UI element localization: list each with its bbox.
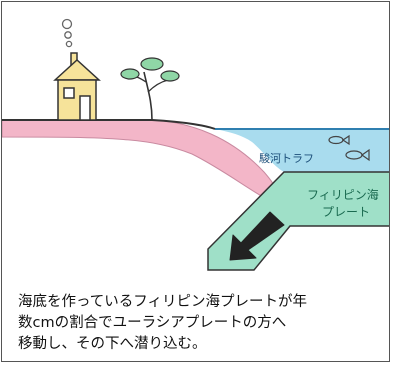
ground-line — [2, 119, 216, 130]
suruga-trough-label: 駿河トラフ — [259, 151, 314, 165]
fish-icon — [328, 134, 370, 162]
smoke-icon — [61, 18, 73, 48]
sea-water — [215, 129, 389, 172]
tree-icon — [120, 57, 180, 121]
philippine-plate-label-line2: プレート — [322, 205, 370, 219]
arrow-icon — [229, 211, 285, 261]
plate-subduction-diagram: ユーラシアプレート 駿河トラフ フィリピン海 プレート — [2, 18, 389, 271]
diagram-frame: ユーラシアプレート 駿河トラフ フィリピン海 プレート 海底を作っているフィリピ… — [1, 1, 390, 362]
house-icon — [53, 52, 101, 121]
caption-line: 移動し、その下へ潜り込む。 — [18, 336, 207, 352]
caption-line: 数cmの割合でユーラシアプレートの方へ — [18, 315, 287, 331]
philippine-plate-label-line1: フィリピン海 — [307, 187, 379, 202]
caption: 海底を作っているフィリピン海プレートが年 数cmの割合でユーラシアプレートの方へ… — [18, 292, 378, 355]
eurasian-plate-label: ユーラシアプレート — [24, 149, 150, 165]
caption-line: 海底を作っているフィリピン海プレートが年 — [18, 294, 307, 310]
